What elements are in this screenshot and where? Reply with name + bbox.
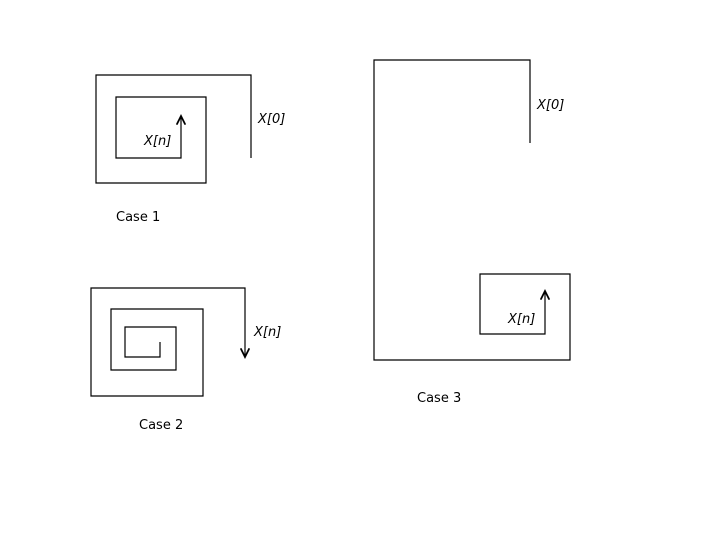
case-1-start-label: X[0]: [257, 112, 285, 127]
case-2-group: X[n] Case 2: [90, 287, 281, 433]
case-3-arrowhead: [540, 288, 550, 300]
case-1-spiral-path: [95, 74, 252, 184]
case-1-caption: Case 1: [116, 210, 160, 225]
case-3-start-label: X[0]: [536, 98, 564, 113]
case-2-spiral-path: [90, 287, 246, 397]
case-1-arrowhead: [176, 113, 186, 125]
case-1-group: X[0] X[n] Case 1: [95, 74, 285, 225]
case-3-caption: Case 3: [417, 391, 461, 406]
case-3-end-label: X[n]: [507, 312, 535, 327]
case-3-group: X[0] X[n] Case 3: [373, 59, 571, 406]
case-2-arrowhead: [240, 348, 250, 360]
case-2-start-label: X[n]: [253, 325, 281, 340]
case-1-end-label: X[n]: [143, 134, 171, 149]
case-3-spiral-path: [373, 59, 571, 361]
case-2-caption: Case 2: [139, 418, 183, 433]
